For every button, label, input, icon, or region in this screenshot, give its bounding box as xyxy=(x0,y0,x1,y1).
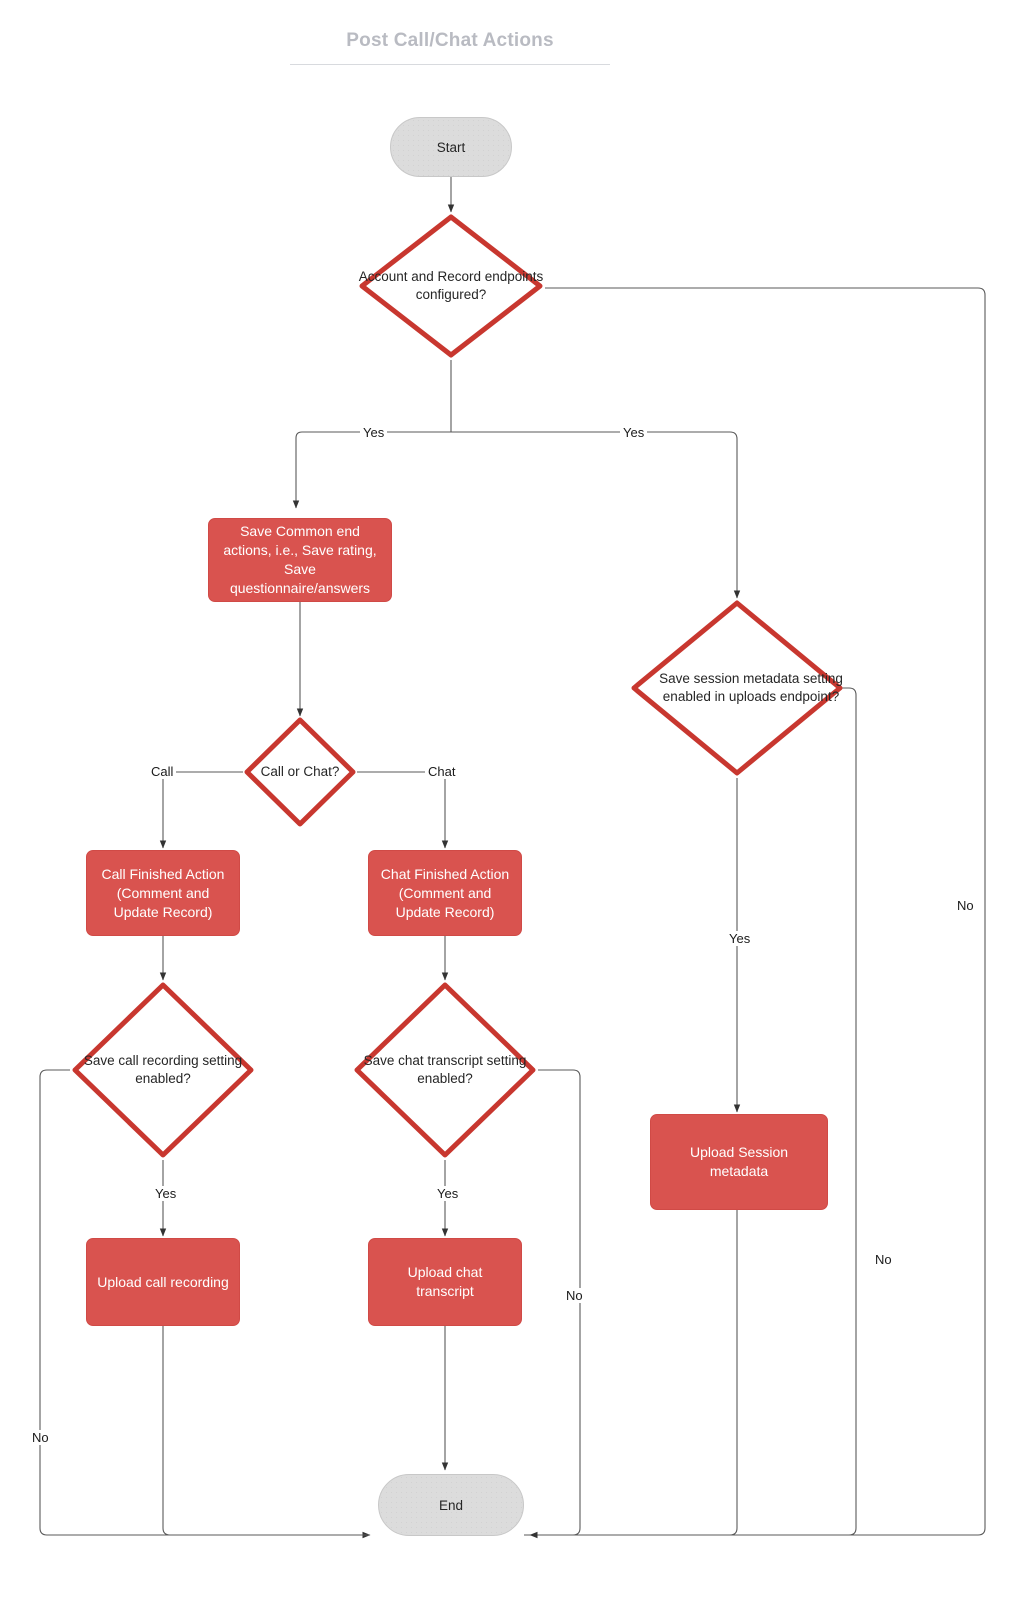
node-start[interactable]: Start xyxy=(390,117,512,177)
edge-label-no-call-recording: No xyxy=(29,1430,52,1445)
diamond-shape xyxy=(631,600,843,776)
edge-label-yes-session-metadata: Yes xyxy=(726,931,754,946)
node-decision-save-call-recording[interactable]: Save call recording setting enabled? xyxy=(70,980,256,1160)
edge-label-call: Call xyxy=(148,764,177,779)
edge-label-yes-call-recording: Yes xyxy=(152,1186,180,1201)
node-process-upload-session-metadata[interactable]: Upload Session metadata xyxy=(650,1114,828,1210)
node-process-save-common-actions[interactable]: Save Common end actions, i.e., Save rati… xyxy=(208,518,392,602)
node-process-upload-session-metadata-label: Upload Session metadata xyxy=(689,1144,789,1179)
diamond-shape xyxy=(359,214,543,358)
edge-label-no-endpoints: No xyxy=(954,898,977,913)
node-decision-call-or-chat[interactable]: Call or Chat? xyxy=(243,716,357,828)
title-divider xyxy=(290,64,610,65)
page-title: Post Call/Chat Actions xyxy=(346,30,554,51)
edge-label-chat: Chat xyxy=(425,764,459,779)
edge-label-yes-right: Yes xyxy=(620,425,648,440)
node-end[interactable]: End xyxy=(378,1474,524,1536)
node-process-call-finished-action-label: Call Finished Action (Comment and Update… xyxy=(101,865,225,920)
node-process-chat-finished-action[interactable]: Chat Finished Action (Comment and Update… xyxy=(368,850,522,936)
node-end-label: End xyxy=(438,1497,464,1513)
node-process-chat-finished-action-label: Chat Finished Action (Comment and Update… xyxy=(380,865,510,920)
node-process-save-common-actions-label: Save Common end actions, i.e., Save rati… xyxy=(223,523,377,596)
edge-label-yes-chat-transcript: Yes xyxy=(434,1186,462,1201)
edge-label-yes-left: Yes xyxy=(360,425,388,440)
node-process-upload-call-recording[interactable]: Upload call recording xyxy=(86,1238,240,1326)
diamond-shape xyxy=(244,717,356,827)
node-process-call-finished-action[interactable]: Call Finished Action (Comment and Update… xyxy=(86,850,240,936)
edge-label-no-chat-transcript: No xyxy=(563,1288,586,1303)
node-process-upload-call-recording-label: Upload call recording xyxy=(97,1273,229,1290)
node-process-upload-chat-transcript-label: Upload chat transcript xyxy=(407,1264,483,1299)
node-start-label: Start xyxy=(436,139,466,155)
node-decision-save-chat-transcript[interactable]: Save chat transcript setting enabled? xyxy=(352,980,538,1160)
edge-label-no-session-metadata: No xyxy=(872,1252,895,1267)
diamond-shape xyxy=(72,982,254,1158)
node-decision-endpoints-configured[interactable]: Account and Record endpoints configured? xyxy=(357,212,545,360)
node-process-upload-chat-transcript[interactable]: Upload chat transcript xyxy=(368,1238,522,1326)
diamond-shape xyxy=(354,982,536,1158)
node-decision-save-session-metadata[interactable]: Save session metadata setting enabled in… xyxy=(629,598,845,778)
